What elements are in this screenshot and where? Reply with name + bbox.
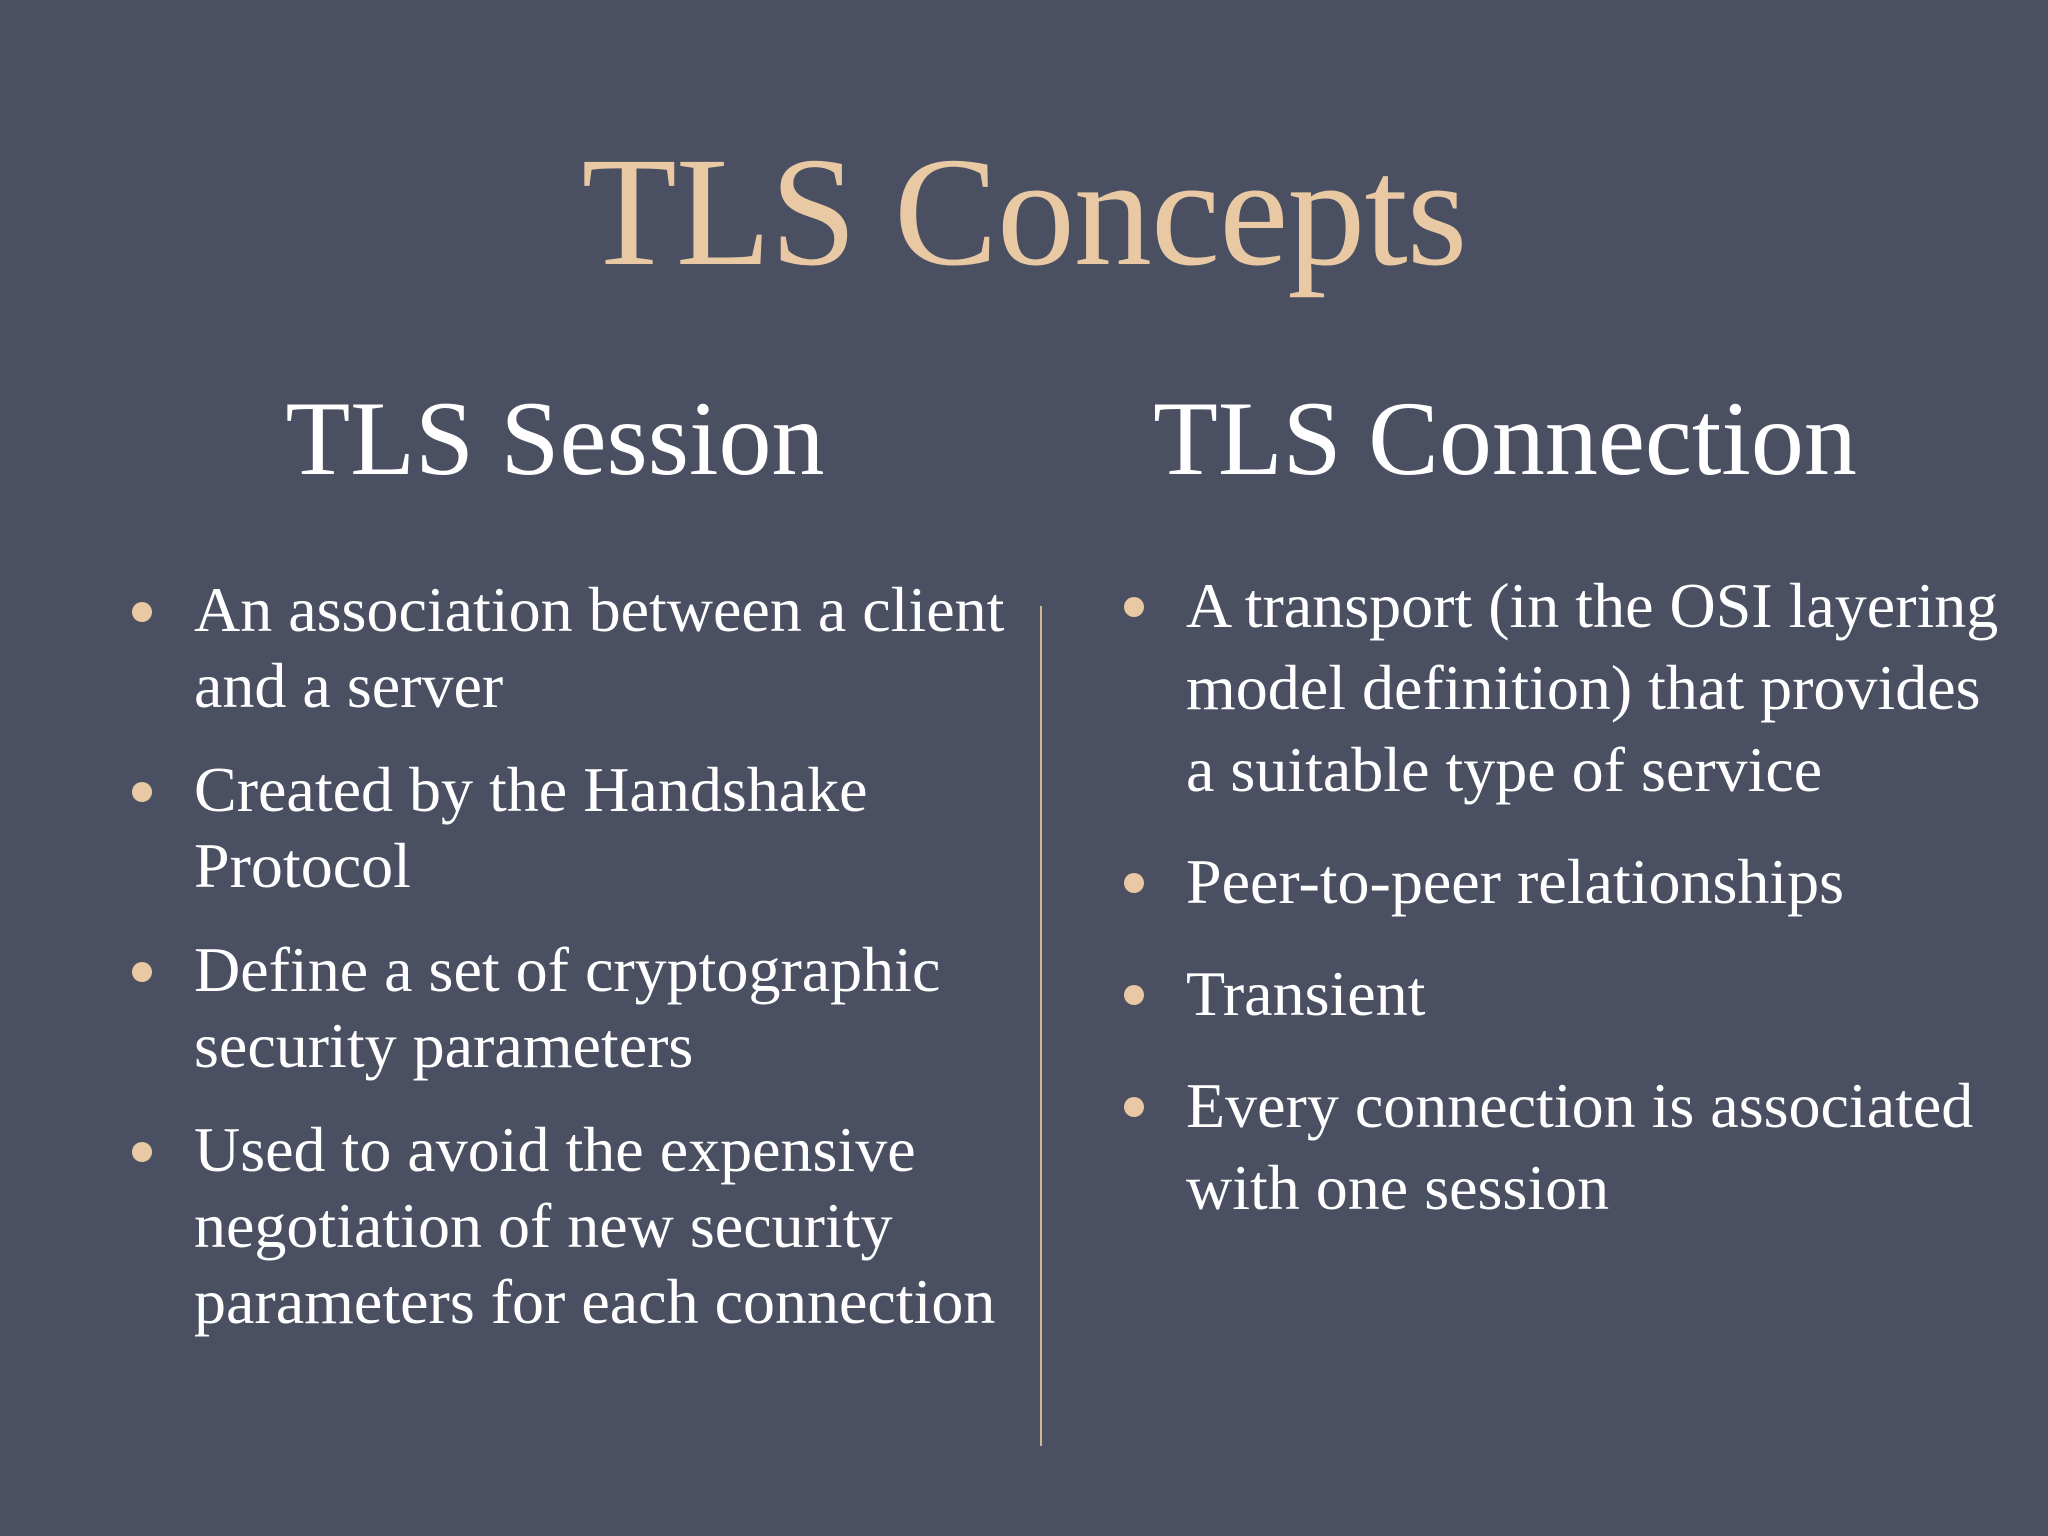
bullet-item: Created by the Handshake Protocol: [132, 752, 1024, 904]
bullet-dot-icon: [1124, 1097, 1144, 1117]
tls-session-heading: TLS Session: [285, 380, 825, 497]
bullet-item: A transport (in the OSI layering model d…: [1124, 565, 2006, 811]
bullet-dot-icon: [132, 782, 152, 802]
slide-title: TLS Concepts: [581, 125, 1468, 298]
bullet-item: Define a set of cryptographic security p…: [132, 932, 1024, 1084]
bullet-item: Transient: [1124, 953, 2006, 1035]
bullet-dot-icon: [132, 1142, 152, 1162]
column-divider: [1040, 606, 1042, 1446]
bullet-text: An association between a client and a se…: [194, 574, 1005, 721]
bullet-item: An association between a client and a se…: [132, 572, 1024, 724]
bullet-text: Created by the Handshake Protocol: [194, 754, 868, 901]
bullet-dot-icon: [132, 602, 152, 622]
bullet-item: Every connection is associated with one …: [1124, 1065, 2006, 1229]
bullet-dot-icon: [132, 962, 152, 982]
bullet-text: Peer-to-peer relationships: [1186, 846, 1845, 917]
bullet-text: Used to avoid the expensive negotiation …: [194, 1114, 996, 1337]
bullet-text: Define a set of cryptographic security p…: [194, 934, 941, 1081]
tls-connection-bullet-list: A transport (in the OSI layering model d…: [1124, 565, 2006, 1259]
bullet-dot-icon: [1124, 597, 1144, 617]
bullet-dot-icon: [1124, 985, 1144, 1005]
bullet-item: Used to avoid the expensive negotiation …: [132, 1112, 1024, 1340]
bullet-text: Transient: [1186, 958, 1426, 1029]
tls-connection-heading: TLS Connection: [1153, 380, 1857, 497]
bullet-text: Every connection is associated with one …: [1186, 1070, 1974, 1223]
bullet-dot-icon: [1124, 873, 1144, 893]
bullet-text: A transport (in the OSI layering model d…: [1186, 570, 1999, 805]
bullet-item: Peer-to-peer relationships: [1124, 841, 2006, 923]
tls-session-bullet-list: An association between a client and a se…: [132, 572, 1024, 1368]
